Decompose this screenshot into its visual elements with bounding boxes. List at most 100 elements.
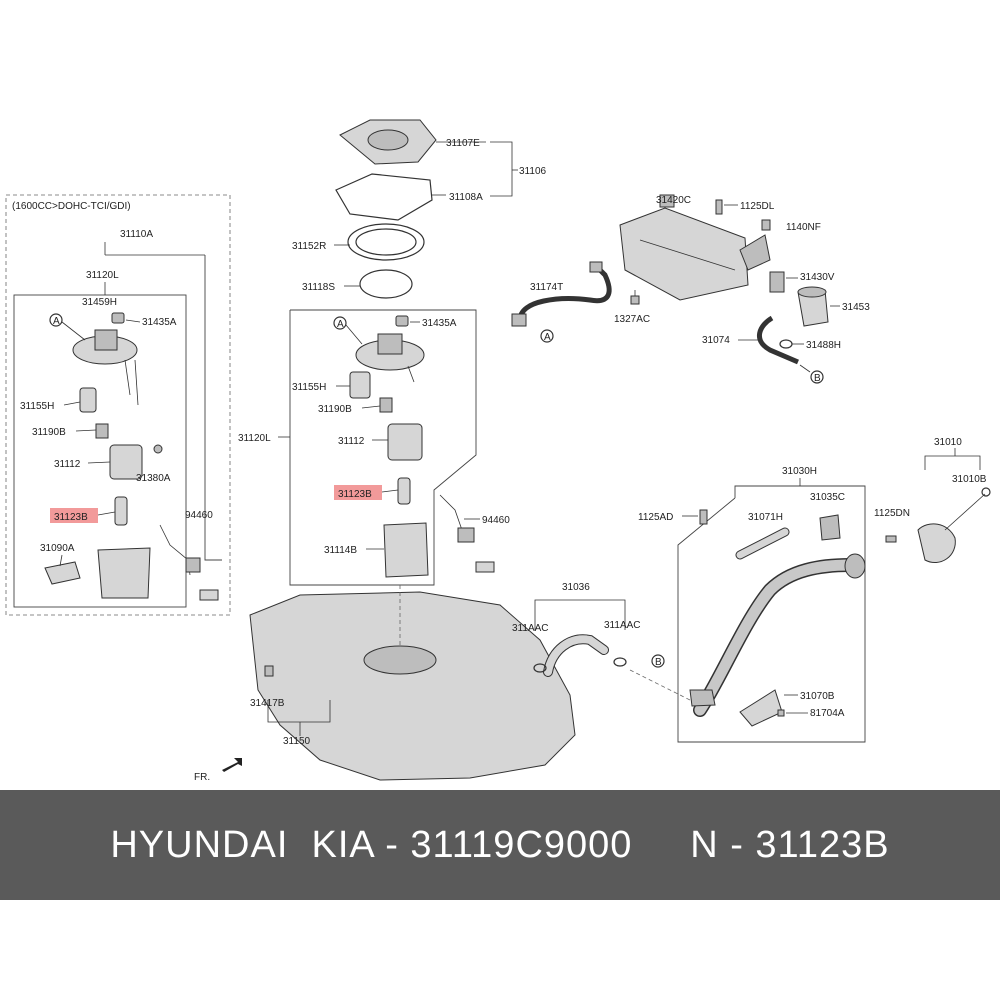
label-31459H: 31459H <box>82 297 117 308</box>
left-module-box <box>13 294 187 608</box>
label-94460-mid: 94460 <box>482 515 510 526</box>
left-pump-flange <box>72 329 139 406</box>
o-ring-seal <box>359 269 413 299</box>
label-31035C: 31035C <box>810 492 845 503</box>
label-311AAC-b: 311AAC <box>604 620 641 631</box>
label-31010B: 31010B <box>952 474 987 485</box>
filler-neck-box <box>677 485 866 743</box>
bolt-1125DN <box>885 535 897 543</box>
left-fuel-pump <box>114 496 128 526</box>
cover-gasket <box>335 173 433 221</box>
left-connector <box>111 312 125 324</box>
label-31488H: 31488H <box>806 340 841 351</box>
callout-b-lower <box>651 654 665 668</box>
label-1125DN: 1125DN <box>874 508 910 519</box>
label-31152R: 31152R <box>292 241 326 252</box>
label-31417B: 31417B <box>250 698 285 709</box>
center-float <box>475 561 495 573</box>
callout-a-right-text: A <box>544 332 551 343</box>
filler-bracket <box>739 689 783 727</box>
label-31107E: 31107E <box>446 138 480 149</box>
hose-clamp-2 <box>613 657 627 667</box>
label-31090A: 31090A <box>40 543 75 554</box>
left-sensor <box>153 444 163 454</box>
label-fr: FR. <box>194 772 210 783</box>
label-94460-left: 94460 <box>185 510 213 521</box>
tank-opening <box>363 645 437 675</box>
variant-dashed-box <box>5 194 231 616</box>
left-bracket <box>44 561 81 585</box>
left-filter <box>79 387 97 413</box>
label-31155H-mid: 31155H <box>292 382 326 393</box>
vapor-hose <box>517 266 612 321</box>
center-pump-body <box>387 423 423 461</box>
label-31123B-mid: 31123B <box>338 489 372 500</box>
hose-clamp-1 <box>533 663 547 673</box>
filler-cap-housing <box>819 514 841 541</box>
left-regulator <box>95 423 109 439</box>
label-31112-left: 31112 <box>54 459 81 470</box>
label-31435A-mid: 31435A <box>422 318 457 329</box>
label-31435A-left: 31435A <box>142 317 177 328</box>
label-81704A: 81704A <box>810 708 845 719</box>
callout-b-upper-text: B <box>814 373 821 384</box>
lock-ring <box>347 223 425 261</box>
parts-diagram: (1600CC>DOHC-TCI/GDI) 31110A 31120L 3145… <box>5 119 991 783</box>
left-reservoir <box>97 547 151 599</box>
label-1140NF: 1140NF <box>786 222 821 233</box>
center-module-box <box>289 309 477 586</box>
screw-81704A <box>777 709 785 717</box>
left-float <box>199 589 219 601</box>
part-number-banner: HYUNDAI KIA - 31119C9000 N - 31123B <box>0 790 1000 900</box>
callout-a-mid <box>333 316 347 330</box>
fr-arrow-icon <box>222 758 242 772</box>
label-31120L-left: 31120L <box>86 270 119 281</box>
label-31420C: 31420C <box>656 195 691 206</box>
label-31150: 31150 <box>283 736 311 747</box>
callout-b-lower-text: B <box>655 657 662 668</box>
label-31118S: 31118S <box>302 282 335 293</box>
highlight-31123B-left <box>50 508 98 523</box>
bolt-1125DL <box>715 199 723 215</box>
canister-bracket <box>739 234 771 271</box>
label-31036: 31036 <box>562 582 590 593</box>
callout-a-right <box>540 329 554 343</box>
label-31112-mid: 31112 <box>338 436 365 447</box>
label-1327AC: 1327AC <box>614 314 650 325</box>
label-31106: 31106 <box>519 166 547 177</box>
diagram-canvas: (1600CC>DOHC-TCI/GDI) 31110A 31120L 3145… <box>5 119 991 783</box>
label-31190B-mid: 31190B <box>318 404 352 415</box>
banner-text: HYUNDAI KIA - 31119C9000 N - 31123B <box>110 823 890 866</box>
bottom-whitespace <box>0 900 1000 1000</box>
callout-a-left-text: A <box>53 316 60 327</box>
center-connector <box>395 315 409 327</box>
center-reservoir <box>383 522 429 578</box>
label-31430V: 31430V <box>800 272 835 283</box>
label-31070B: 31070B <box>800 691 835 702</box>
center-regulator <box>379 397 393 413</box>
label-1125AD: 1125AD <box>638 512 673 523</box>
label-31123B-left: 31123B <box>54 512 88 523</box>
nut-1327AC <box>630 295 640 305</box>
center-fuel-pump <box>397 477 411 505</box>
label-31074: 31074 <box>702 335 730 346</box>
center-pump-flange <box>355 333 425 383</box>
label-31190B-left: 31190B <box>32 427 66 438</box>
callout-a-left <box>49 313 63 327</box>
label-31071H: 31071H <box>748 512 783 523</box>
tank-bolt <box>264 665 274 677</box>
fuel-tank <box>249 591 576 781</box>
fuel-door <box>917 523 956 563</box>
label-31120L-mid: 31120L <box>238 433 271 444</box>
label-31108A: 31108A <box>449 192 483 203</box>
label-311AAC-a: 311AAC <box>512 623 549 634</box>
clamp-31488H <box>779 339 793 349</box>
filler-neck-inlet <box>844 553 866 579</box>
label-31110A: 31110A <box>120 229 153 240</box>
callout-b-upper <box>810 370 824 384</box>
bolt-1125AD <box>699 509 708 525</box>
callout-a-mid-text: A <box>337 319 344 330</box>
label-31155H-left: 31155H <box>20 401 54 412</box>
center-level-sender <box>457 527 475 543</box>
highlight-31123B-mid <box>334 485 382 500</box>
